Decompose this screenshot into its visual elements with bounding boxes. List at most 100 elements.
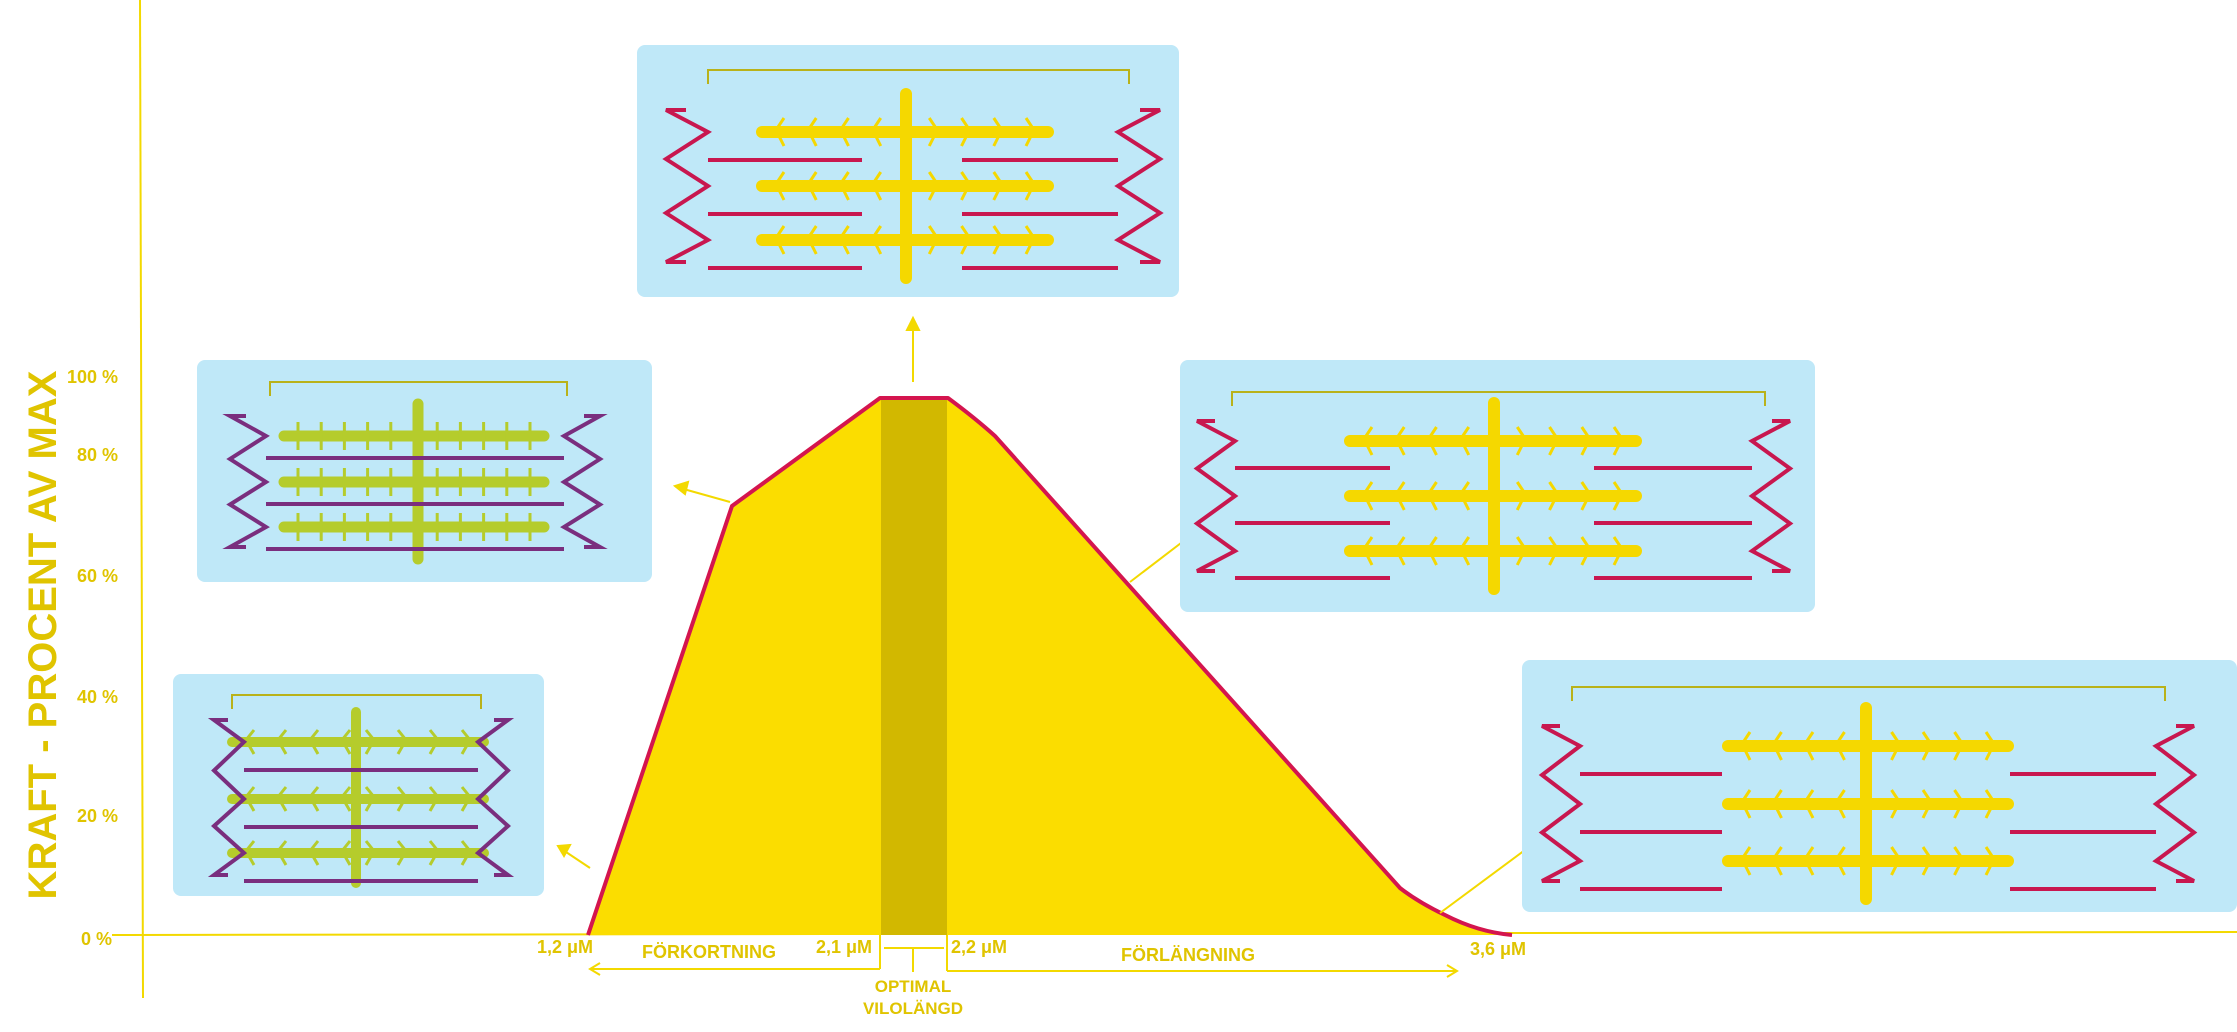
myosin-head (1459, 426, 1471, 456)
myosin-head (927, 171, 939, 201)
myosin-head (1580, 426, 1592, 456)
lengthening-label: FÖRLÄNGNING (1121, 945, 1255, 965)
myosin-head (460, 840, 472, 866)
myosin-head (1771, 731, 1783, 761)
myosin-head (1024, 225, 1036, 255)
sarcomere-length-bracket (231, 694, 482, 709)
myosin-head (1984, 846, 1996, 876)
sarcomere-length-bracket (1231, 391, 1766, 406)
myosin-head (1459, 536, 1471, 566)
myosin-head (1890, 789, 1902, 819)
myosin-head (838, 225, 850, 255)
x-label-1-2: 1,2 μM (537, 937, 593, 957)
myosin-head (992, 225, 1004, 255)
myosin-head (364, 786, 376, 812)
myosin-head (1024, 117, 1036, 147)
myosin-head (774, 225, 786, 255)
myosin-head (806, 117, 818, 147)
myosin-head (1362, 481, 1374, 511)
myosin-head (960, 225, 972, 255)
myosin-head (396, 729, 408, 755)
panel-background (1522, 660, 2237, 912)
myosin-head (1548, 426, 1560, 456)
myosin-head (308, 729, 320, 755)
myosin-head (1580, 536, 1592, 566)
myosin-head (871, 171, 883, 201)
pointer-arrow-left-lower (556, 843, 591, 869)
myosin-head (1362, 536, 1374, 566)
myosin-head (1834, 731, 1846, 761)
myosin-head (806, 225, 818, 255)
pointer-arrow-top (905, 315, 921, 382)
myosin-head (340, 840, 352, 866)
myosin-head (276, 729, 288, 755)
z-disc-right (2152, 724, 2198, 883)
myosin-head (1890, 846, 1902, 876)
myosin-head (871, 225, 883, 255)
sarcomere-panel-optimal (637, 45, 1179, 297)
myosin-head (1953, 731, 1965, 761)
z-disc-left (222, 414, 270, 549)
myosin-head (276, 840, 288, 866)
myosin-head (1459, 481, 1471, 511)
myosin-head (992, 171, 1004, 201)
myosin-head (1834, 789, 1846, 819)
myosin-head (1024, 171, 1036, 201)
myosin-head (960, 117, 972, 147)
sarcomere-length-bracket (707, 69, 1130, 84)
myosin-head (927, 225, 939, 255)
myosin-head (1580, 481, 1592, 511)
y-tick-20: 20 % (77, 806, 118, 826)
myosin-head (1426, 426, 1438, 456)
myosin-head (428, 729, 440, 755)
z-disc-left (662, 108, 712, 264)
myosin-head (838, 117, 850, 147)
optimal-marker (884, 947, 944, 972)
myosin-head (1362, 426, 1374, 456)
shortening-label: FÖRKORTNING (642, 942, 776, 962)
myosin-head (927, 117, 939, 147)
z-disc-right (560, 414, 608, 549)
force-curve-area (588, 398, 1512, 935)
y-tick-80: 80 % (77, 445, 118, 465)
myosin-head (1394, 426, 1406, 456)
myosin-head (1771, 846, 1783, 876)
myosin-head (1984, 789, 1996, 819)
myosin-head (774, 117, 786, 147)
y-axis-line (139, 0, 144, 999)
optimal-length-band (881, 398, 947, 935)
myosin-head (428, 786, 440, 812)
myosin-head (1921, 789, 1933, 819)
myosin-head (1834, 846, 1846, 876)
z-disc-right (1114, 108, 1164, 264)
myosin-head (1740, 731, 1752, 761)
myosin-head (1953, 846, 1965, 876)
myosin-head (244, 840, 256, 866)
myosin-head (1803, 789, 1815, 819)
myosin-head (1921, 731, 1933, 761)
optimal-label-line2: VILOLÄNGD (863, 999, 963, 1018)
sarcomere-panel-overstretched (1522, 660, 2237, 912)
x-label-3-6: 3,6 μM (1470, 939, 1526, 959)
myosin-head (1740, 846, 1752, 876)
myosin-head (276, 786, 288, 812)
myosin-head (396, 840, 408, 866)
myosin-head (1921, 846, 1933, 876)
myosin-head (960, 171, 972, 201)
sarcomere-panel-stretched (1180, 360, 1815, 612)
z-disc-right (474, 718, 515, 877)
myosin-head (244, 786, 256, 812)
myosin-head (1890, 731, 1902, 761)
myosin-head (871, 117, 883, 147)
myosin-head (1394, 536, 1406, 566)
myosin-head (1803, 731, 1815, 761)
myosin-head (308, 840, 320, 866)
myosin-head (1515, 536, 1527, 566)
myosin-head (774, 171, 786, 201)
x-label-2-1: 2,1 μM (816, 937, 872, 957)
myosin-head (1612, 536, 1624, 566)
myosin-head (396, 786, 408, 812)
z-disc-left (1193, 419, 1239, 573)
myosin-head (1548, 481, 1560, 511)
